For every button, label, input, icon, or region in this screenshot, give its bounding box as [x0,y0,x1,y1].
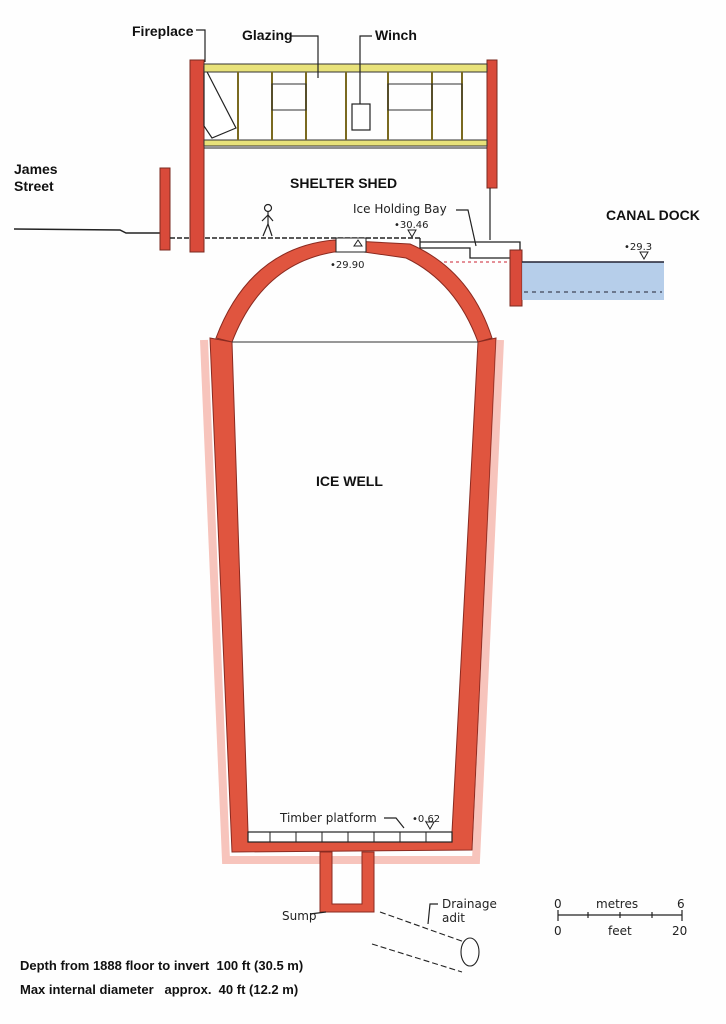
glazing-label: Glazing [242,27,293,43]
drainage-adit [371,911,471,973]
ice-well-shaft [209,337,497,853]
james-street-label-line2: Street [14,178,54,194]
level-dome-top: •29.90 [330,260,365,271]
fireplace-label: Fireplace [132,23,194,39]
level-markers [353,229,649,831]
timber-platform [247,831,453,843]
scale-feet-label: feet [608,924,632,938]
canal-dock-wall [509,249,523,307]
shelter-shed-label: SHELTER SHED [290,175,397,191]
sump [319,851,375,913]
person-figure [261,203,274,237]
scale-feet-min: 0 [554,924,562,938]
canal-dock-label: CANAL DOCK [606,207,700,223]
shed-left-wall [189,59,205,253]
drainage-label-line2: adit [442,911,465,925]
drainage-adit-end [460,937,480,967]
roof-beam [203,139,488,147]
scale-metres-min: 0 [554,897,562,911]
ice-holding-bay [419,238,521,259]
ice-holding-bay-label: Ice Holding Bay [353,202,447,216]
depth-note: Depth from 1888 floor to invert 100 ft (… [20,958,304,973]
street-ground-line [13,228,160,234]
glazing-roof [203,63,488,73]
level-canal: •29.3 [624,242,652,253]
roof-trusses [237,72,463,140]
diameter-note: Max internal diameter approx. 40 ft (12.… [20,982,299,997]
ice-well-dome [215,239,493,343]
shed-right-wall [486,59,498,189]
drainage-label-line1: Drainage [442,897,497,911]
street-wall [159,167,171,251]
ice-well-label: ICE WELL [316,473,383,489]
roof-bracing [271,83,463,111]
scale-bar [557,910,683,921]
canal-water [522,262,664,300]
leader-lines [196,29,477,925]
winch-label: Winch [375,27,417,43]
james-street-label-line1: James [14,161,58,177]
sump-label: Sump [282,909,317,923]
platform-joists [269,832,427,842]
scale-feet-max: 20 [672,924,687,938]
ice-well-outer-halo [200,339,504,864]
scale-metres-max: 6 [677,897,685,911]
fireplace [203,65,237,139]
scale-metres-label: metres [596,897,638,911]
winch [351,103,371,131]
level-platform: •0.62 [412,814,440,825]
timber-platform-label: Timber platform [279,811,377,825]
level-holding-bay: •30.46 [394,220,429,231]
